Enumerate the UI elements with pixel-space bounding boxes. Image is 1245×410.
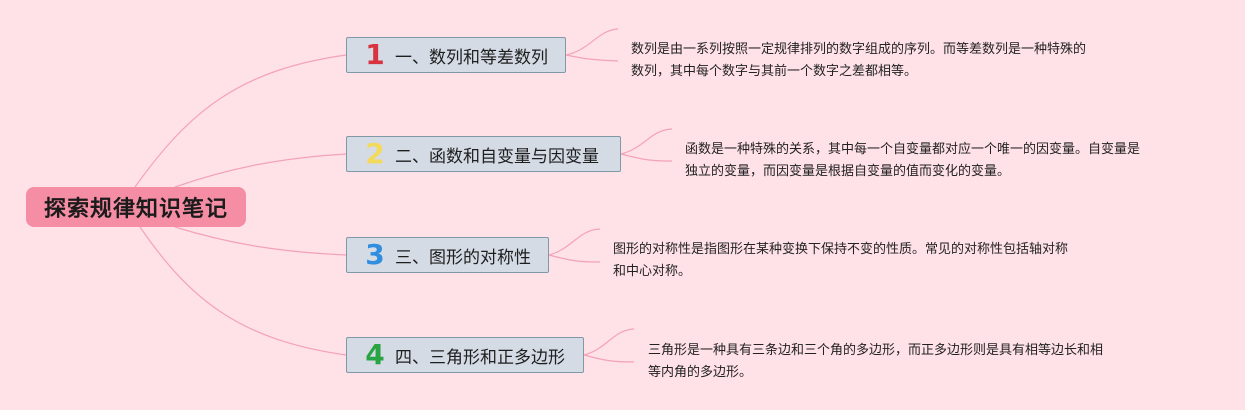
note-1: 数列是由一系列按照一定规律排列的数字组成的序列。而等差数列是一种特殊的 数列，其… — [631, 39, 1131, 83]
branch-node-3[interactable]: 3 三、图形的对称性 — [346, 237, 549, 273]
branch-number-1: 1 — [365, 38, 385, 71]
note-1-line-2: 数列，其中每个数字与其前一个数字之差都相等。 — [631, 64, 918, 79]
branch-label-1: 一、数列和等差数列 — [395, 47, 548, 68]
branch-number-3: 3 — [365, 238, 385, 271]
note-2: 函数是一种特殊的关系，其中每一个自变量都对应一个唯一的因变量。自变量是 独立的变… — [685, 139, 1185, 183]
connector-branch-2-note — [620, 128, 673, 155]
connector-root-branch-1 — [134, 54, 347, 188]
note-2-line-1: 函数是一种特殊的关系，其中每一个自变量都对应一个唯一的因变量。自变量是 — [685, 142, 1141, 157]
note-4: 三角形是一种具有三条边和三个角的多边形，而正多边形则是具有相等边长和相 等内角的… — [648, 340, 1148, 384]
note-3-line-1: 图形的对称性是指图形在某种变换下保持不变的性质。常见的对称性包括轴对称 — [613, 242, 1069, 257]
branch-label-2: 二、函数和自变量与因变量 — [395, 146, 599, 167]
connector-root-branch-2 — [174, 153, 347, 188]
note-3: 图形的对称性是指图形在某种变换下保持不变的性质。常见的对称性包括轴对称 和中心对… — [613, 239, 1113, 283]
connector-branch-3-note — [548, 228, 601, 256]
root-node[interactable]: 探索规律知识笔记 — [26, 187, 246, 227]
branch-number-2: 2 — [365, 137, 385, 170]
branch-node-2[interactable]: 2 二、函数和自变量与因变量 — [346, 136, 621, 172]
branch-node-1[interactable]: 1 一、数列和等差数列 — [346, 37, 566, 73]
note-3-line-2: 和中心对称。 — [613, 264, 692, 279]
root-label: 探索规律知识笔记 — [43, 197, 228, 222]
branch-number-4: 4 — [365, 338, 385, 371]
branch-label-4: 四、三角形和正多边形 — [395, 347, 565, 368]
connector-root-branch-3 — [174, 226, 347, 256]
note-2-line-2: 独立的变量，而因变量是根据自变量的值而变化的变量。 — [685, 164, 1011, 179]
connector-root-branch-4 — [139, 226, 347, 356]
note-4-line-1: 三角形是一种具有三条边和三个角的多边形，而正多边形则是具有相等边长和相 — [648, 343, 1104, 358]
branch-label-3: 三、图形的对称性 — [395, 247, 531, 268]
connector-branch-1-note — [565, 28, 619, 56]
note-1-line-1: 数列是由一系列按照一定规律排列的数字组成的序列。而等差数列是一种特殊的 — [631, 42, 1087, 57]
connector-branch-4-note — [583, 328, 635, 356]
branch-node-4[interactable]: 4 四、三角形和正多边形 — [346, 337, 584, 373]
note-4-line-2: 等内角的多边形。 — [648, 365, 753, 380]
